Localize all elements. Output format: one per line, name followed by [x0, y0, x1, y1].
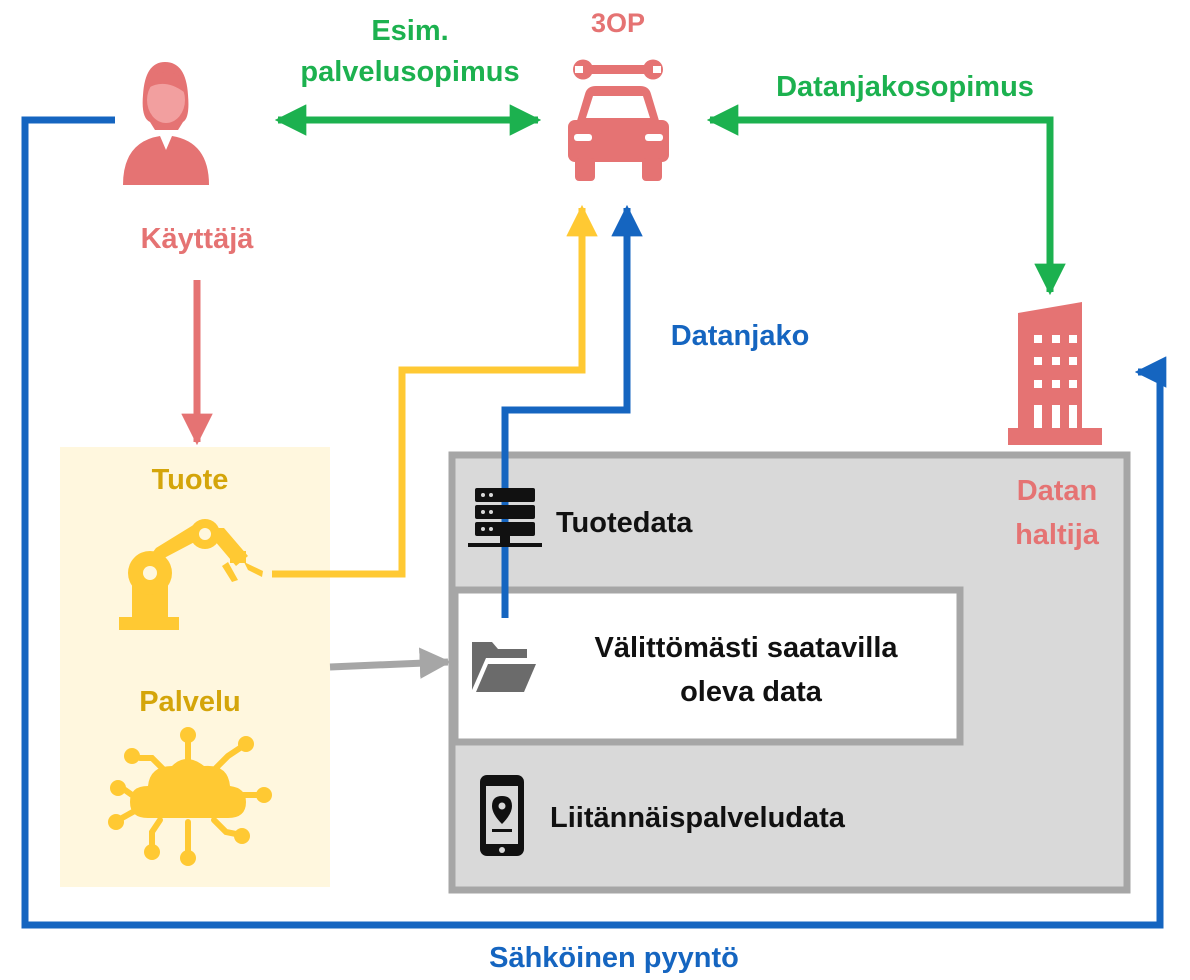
robot-arm-icon [119, 519, 263, 630]
businesswoman-icon [123, 62, 209, 185]
data-sharing-label: Datanjako [671, 320, 810, 352]
car-wrench-icon [568, 59, 669, 181]
agreement-label-line-1: Esim. [371, 15, 448, 47]
office-building-icon [1008, 302, 1102, 445]
related-service-data-label: Liitännäispalveludata [550, 802, 846, 834]
product-service-panel [60, 447, 330, 887]
data-holder-label-line-2: haltija [1015, 519, 1100, 551]
readily-available-box [451, 586, 964, 746]
product-data-label: Tuotedata [556, 507, 693, 539]
phone-location-icon [480, 775, 524, 856]
data-holder-label-line-1: Datan [1017, 475, 1098, 507]
data-sharing-agreement-label: Datanjakosopimus [776, 71, 1034, 103]
agreement-label-line-2: palvelusopimus [300, 56, 519, 88]
cloud-network-icon [108, 727, 272, 866]
server-rack-icon [468, 488, 542, 547]
readily-available-label-line-2: oleva data [680, 676, 823, 708]
user-label: Käyttäjä [141, 223, 255, 255]
third-party-label: 3OP [591, 8, 645, 38]
electronic-request-label: Sähköinen pyyntö [489, 942, 739, 974]
product-data-flow-arrow [272, 204, 598, 578]
readily-available-label-line-1: Välittömästi saatavilla [594, 632, 898, 664]
product-label: Tuote [152, 464, 229, 496]
service-label: Palvelu [139, 686, 241, 718]
panel-to-data-arrow [329, 647, 452, 679]
electronic-request-arrow [21, 116, 1167, 929]
open-folder-icon [472, 642, 536, 692]
data-sharing-agreement-arrow [706, 104, 1066, 296]
